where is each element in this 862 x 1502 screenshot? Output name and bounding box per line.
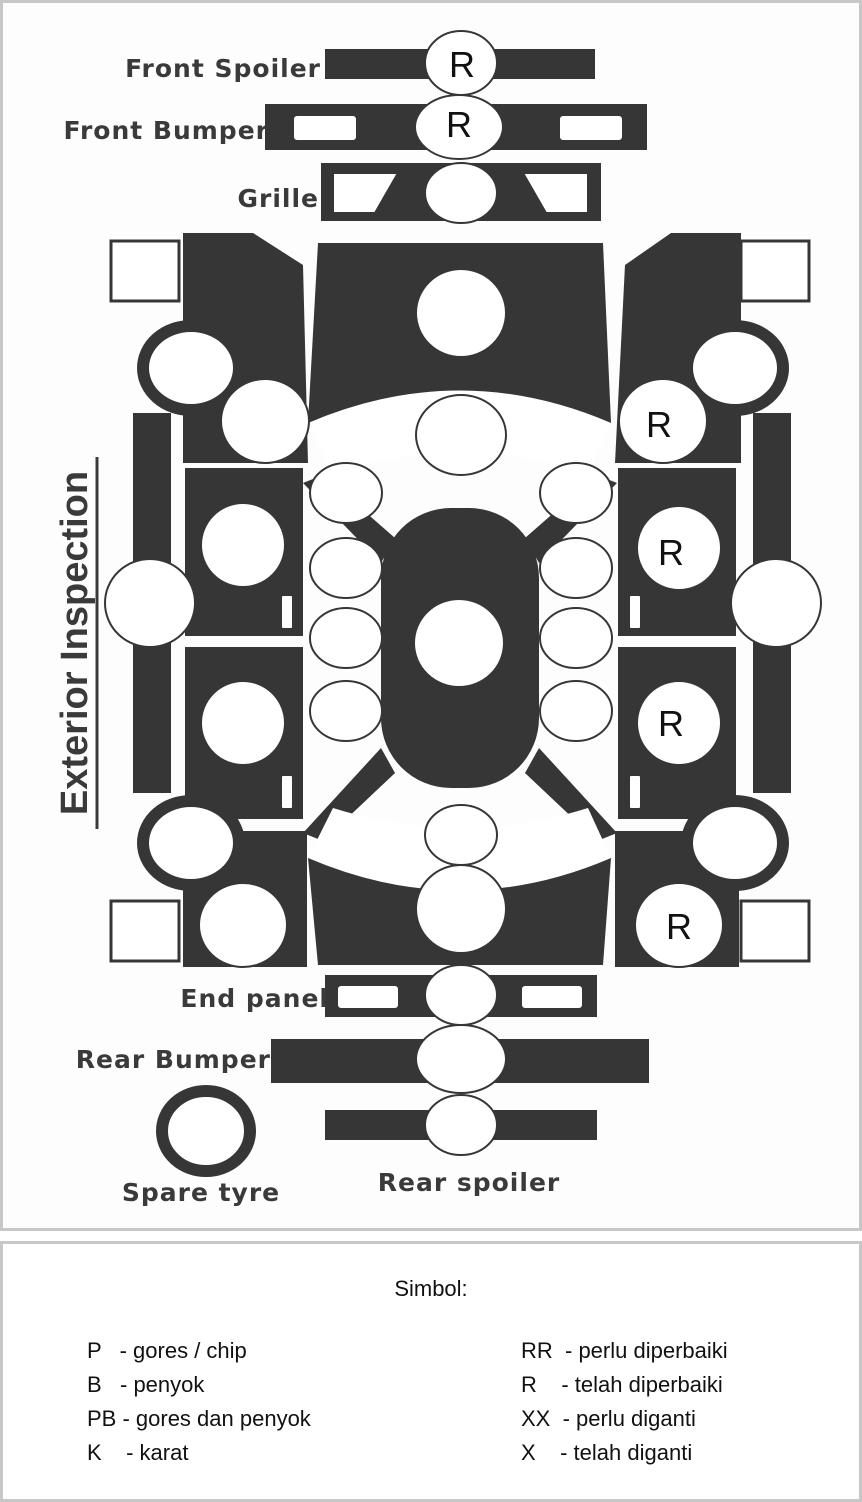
front-bumper-left-insert: [292, 114, 358, 142]
front-bumper-right-insert: [558, 114, 624, 142]
spare-tyre: [156, 1085, 256, 1177]
left-front-fender-circle: [220, 378, 310, 464]
diagram-frame: R R R R R R Front Spoiler Front Bumper G…: [0, 0, 862, 1231]
right-skirt-circle: [730, 558, 822, 648]
grille-circle: [424, 162, 498, 224]
rear-spoiler-label: Rear spoiler: [378, 1168, 560, 1197]
left-skirt-circle: [104, 558, 196, 648]
right-headlamp-box: [739, 239, 811, 303]
right-rear-door-mark: R: [658, 703, 684, 744]
right-rear-door-handle: [628, 774, 642, 810]
c-pillar-right: [525, 748, 617, 841]
spare-tyre-label: Spare tyre: [122, 1178, 280, 1207]
right-rear-quarter-circle: [634, 882, 724, 968]
left-front-door-circle: [200, 502, 286, 588]
left-front-tyre: [137, 320, 245, 416]
car-inspection-diagram: R R R R R R Front Spoiler Front Bumper G…: [54, 30, 822, 1207]
right-front-door-mark: R: [658, 532, 684, 573]
windshield-circle: [415, 394, 507, 476]
front-bumper-circle: [414, 94, 504, 160]
legend-item: RR - perlu diperbaiki: [521, 1338, 728, 1363]
right-rear-door-circle: [636, 680, 722, 766]
right-rear-tyre: [681, 795, 789, 891]
right-front-door-handle: [628, 594, 642, 630]
right-rear-quarter-mark: R: [666, 906, 692, 947]
right-window-circle-3: [539, 607, 613, 669]
rear-bumper-label: Rear Bumper: [76, 1045, 271, 1074]
right-taillamp-box: [739, 899, 811, 963]
right-front-tyre: [681, 320, 789, 416]
front-spoiler-label: Front Spoiler: [125, 54, 321, 83]
front-bumper-mark: R: [446, 104, 472, 145]
legend-item: XX - perlu diganti: [521, 1406, 696, 1431]
legend-right-column: RR - perlu diperbaiki R - telah diperbai…: [521, 1334, 728, 1470]
legend-item: PB - gores dan penyok: [87, 1406, 311, 1431]
right-front-fender-circle: [618, 378, 708, 464]
legend-title: Simbol:: [394, 1276, 468, 1301]
legend-item: R - telah diperbaiki: [521, 1372, 723, 1397]
left-headlamp-box: [109, 239, 181, 303]
legend-left-column: P - gores / chip B - penyok PB - gores d…: [87, 1334, 311, 1470]
left-rear-quarter-circle: [198, 882, 288, 968]
legend-item: P - gores / chip: [87, 1338, 247, 1363]
right-window-circle-2: [539, 537, 613, 599]
end-panel-right-insert: [520, 984, 584, 1010]
left-rear-door-handle: [280, 774, 294, 810]
c-pillar-left: [303, 748, 395, 841]
legend-item: K - karat: [87, 1440, 189, 1465]
end-panel-circle: [424, 964, 498, 1026]
left-taillamp-box: [109, 899, 181, 963]
end-panel-left-insert: [336, 984, 400, 1010]
front-bumper-label: Front Bumper: [63, 116, 269, 145]
hood-circle: [415, 268, 507, 358]
left-window-circle-1: [309, 462, 383, 524]
rear-spoiler-circle: [424, 1094, 498, 1156]
right-window-circle-4: [539, 680, 613, 742]
legend-item: X - telah diganti: [521, 1440, 693, 1465]
end-panel-label: End panel: [180, 984, 329, 1013]
left-rear-tyre: [137, 795, 245, 891]
legend-item: B - penyok: [87, 1372, 205, 1397]
right-front-fender-mark: R: [646, 404, 672, 445]
right-front-door-circle: [636, 505, 722, 591]
grille-left-insert: [332, 172, 400, 214]
legend-box: Simbol: P - gores / chip B - penyok PB -…: [0, 1241, 862, 1502]
rear-glass-circle: [424, 804, 498, 866]
diagram-title: Exterior Inspection: [54, 471, 96, 815]
trunk-circle: [415, 864, 507, 954]
grille-right-insert: [521, 172, 589, 214]
left-window-circle-3: [309, 607, 383, 669]
right-window-circle-1: [539, 462, 613, 524]
left-window-circle-4: [309, 680, 383, 742]
rear-bumper-circle: [415, 1024, 507, 1094]
roof-circle: [413, 598, 505, 688]
front-spoiler-mark: R: [449, 44, 475, 85]
grille-label: Grille: [237, 184, 319, 213]
left-window-circle-2: [309, 537, 383, 599]
left-front-door-handle: [280, 594, 294, 630]
left-rear-door-circle: [200, 680, 286, 766]
